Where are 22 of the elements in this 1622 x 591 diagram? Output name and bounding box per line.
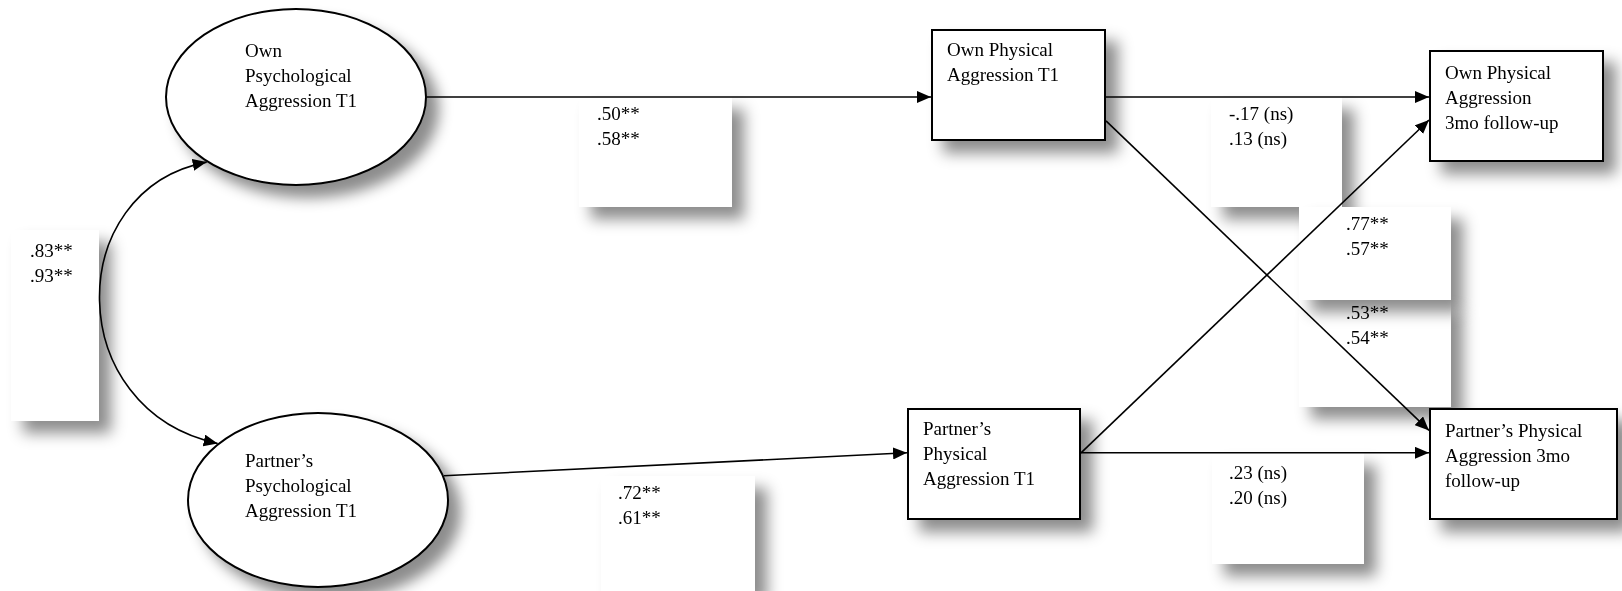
path-arrow [426,91,932,103]
observed-variable-box [907,408,1081,520]
variable-label: Partner’s Psychological Aggression T1 [245,449,359,523]
covariance-arrow [98,160,219,445]
observed-variable-box [931,29,1106,141]
path-coefficient: .83** .93** [30,239,74,288]
variable-label: Own Physical Aggression T1 [947,38,1061,87]
path-coefficient: .50** .58** [597,102,641,151]
variable-label: Partner’s Physical Aggression T1 [923,417,1037,491]
path-coefficient: .72** .61** [618,481,662,530]
path-arrow [1080,446,1430,459]
path-coefficient: .23 (ns) .20 (ns) [1229,461,1289,510]
path-coefficient: .53** .54** [1346,301,1390,350]
observed-variable-box [1429,50,1604,162]
path-arrow [443,447,908,477]
variable-label: Own Psychological Aggression T1 [245,39,359,113]
path-coefficient: -.17 (ns) .13 (ns) [1229,102,1295,151]
variable-label: Partner’s Physical Aggression 3mo follow-up [1445,419,1584,493]
variable-label: Own Physical Aggression 3mo follow-up [1445,61,1560,135]
observed-variable-box [1429,408,1618,520]
path-arrow [1105,91,1430,104]
path-coefficient: .77** .57** [1346,212,1390,261]
